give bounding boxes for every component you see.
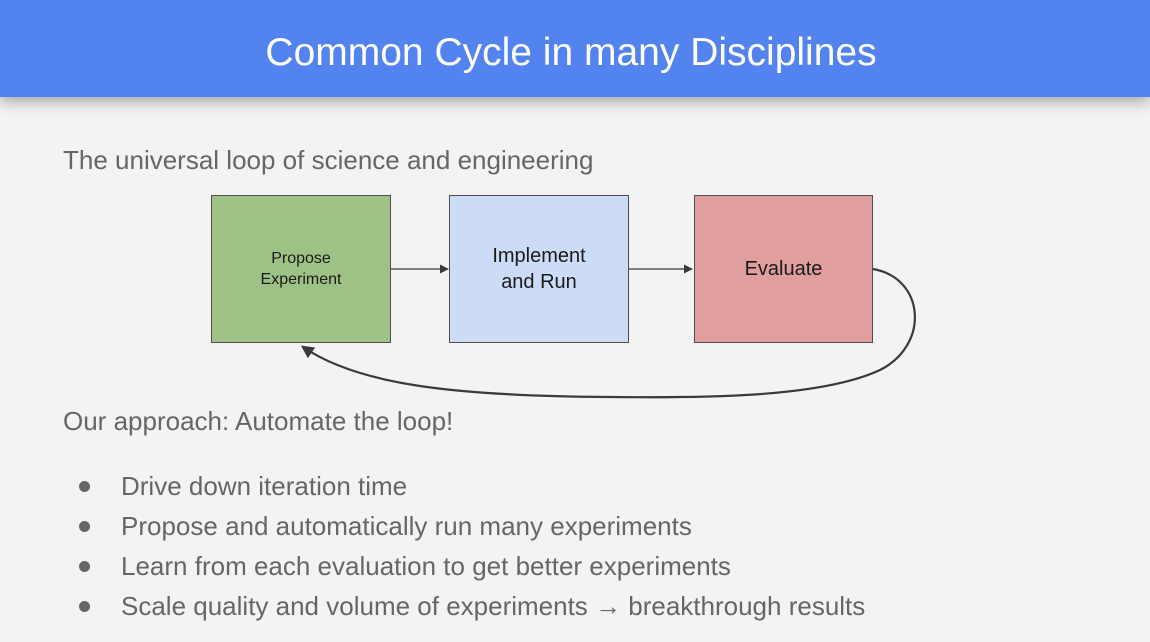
bullet-dot-icon bbox=[79, 521, 90, 532]
bullet-text: Drive down iteration time bbox=[121, 471, 408, 501]
bullet-dot-icon bbox=[79, 481, 90, 492]
node-label-evaluate: Evaluate bbox=[744, 258, 823, 280]
node-label-propose: Propose Experiment bbox=[260, 250, 342, 288]
node-propose-experiment: Propose Experiment bbox=[211, 195, 391, 343]
approach-heading: Our approach: Automate the loop! bbox=[63, 406, 454, 436]
bullet-dot-icon bbox=[79, 601, 90, 612]
bullet-text: Scale quality and volume of experiments … bbox=[121, 591, 866, 621]
node-implement-and-run: Implement and Run bbox=[449, 195, 629, 343]
bullet-text: Learn from each evaluation to get better… bbox=[121, 551, 731, 581]
slide-title: Common Cycle in many Disciplines bbox=[265, 31, 877, 74]
slide-subtitle: The universal loop of science and engine… bbox=[63, 145, 594, 175]
bullet-text: Propose and automatically run many exper… bbox=[121, 511, 692, 541]
slide-header: Common Cycle in many Disciplines bbox=[0, 0, 1150, 97]
bullet-dot-icon bbox=[79, 561, 90, 572]
node-evaluate: Evaluate bbox=[694, 195, 873, 343]
node-label-implement: Implement and Run bbox=[492, 245, 586, 293]
